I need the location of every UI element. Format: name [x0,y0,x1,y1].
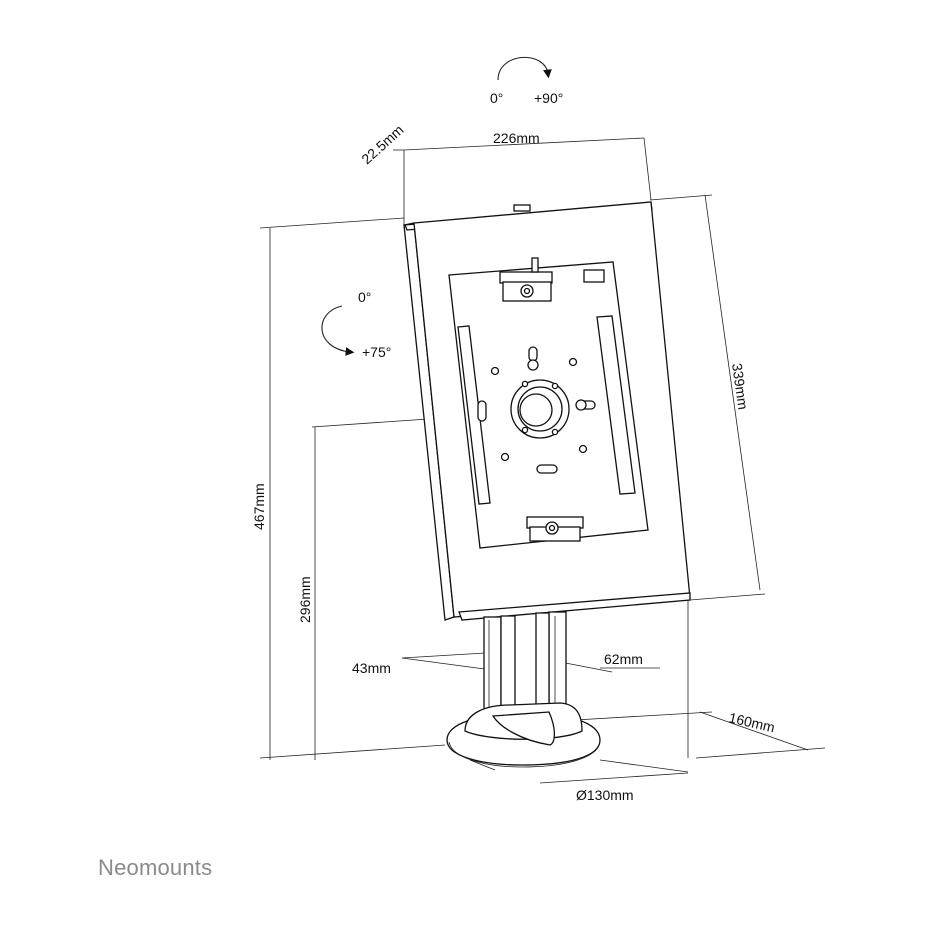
dim-width-label: 226mm [493,130,540,146]
vesa-mount-plate [477,346,596,474]
rotation-indicator-side: 0° +75° [321,289,391,360]
dimension-lines [259,137,826,784]
dim-pole-depth-label: 43mm [352,660,391,676]
dim-height-total-label: 467mm [251,483,267,530]
top-clamp [499,257,605,302]
stand-base [446,702,601,768]
rotation-arrow-icon [497,56,552,81]
brand-logo-text: Neomounts [98,855,213,880]
rotation-side-to-label: +75° [362,344,391,360]
tablet-enclosure [403,201,691,621]
bottom-clamp [526,516,584,542]
dim-base-diameter-label: Ø130mm [576,787,634,803]
support-pole [458,592,691,718]
dim-pole-width-label: 62mm [604,651,643,667]
rotation-indicator-top: 0° +90° [490,56,563,106]
dim-height-center-label: 296mm [297,576,313,623]
dim-height-panel-label: 339mm [729,362,751,410]
rotation-top-from-label: 0° [490,90,503,106]
rotation-top-to-label: +90° [534,90,563,106]
dim-base-depth-label: 160mm [727,709,776,735]
rotation-arrow-icon [321,305,355,356]
rotation-side-from-label: 0° [358,289,371,305]
dim-depth-label: 22.5mm [358,121,406,167]
